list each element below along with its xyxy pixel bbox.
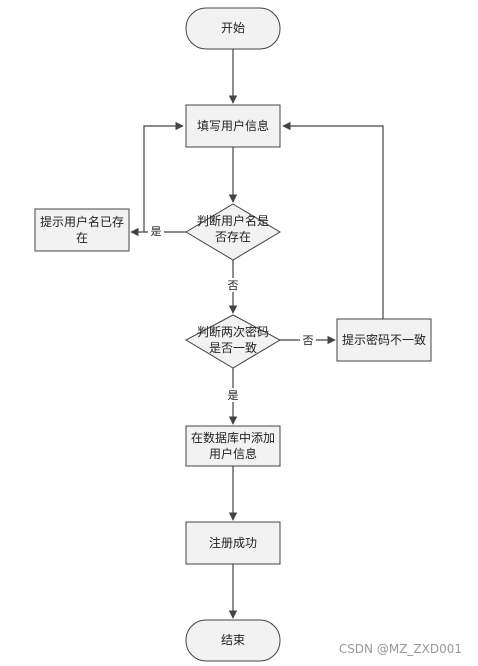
label-bg-no-pwd: [300, 333, 316, 347]
watermark: CSDN @MZ_ZXD001: [339, 642, 462, 656]
check-password-decision: [184, 314, 282, 369]
add-db-label-line2: 用户信息: [209, 446, 257, 461]
check-password-label-line2: 是否一致: [209, 341, 257, 355]
label-bg-no-name: [225, 278, 241, 292]
label-bg-yes-pwd: [225, 388, 241, 402]
check-username-decision: [185, 203, 281, 261]
edge-label-yes-pwd: 是: [228, 389, 239, 402]
password-mismatch-label: 提示密码不一致: [342, 332, 426, 347]
end-terminator: [185, 619, 281, 662]
edge-pwd-mismatch-back: [282, 121, 384, 319]
end-label: 结束: [221, 633, 245, 647]
check-username-label-line1: 判断用户名是: [197, 213, 269, 228]
register-success-box: [185, 521, 281, 565]
check-username-label-line2: 否存在: [215, 230, 251, 244]
add-db-label-line1: 在数据库中添加: [191, 430, 275, 445]
name-exists-box: [34, 208, 130, 252]
start-label: 开始: [221, 21, 245, 35]
name-exists-label-line2: 在: [76, 231, 88, 245]
check-password-label-line1: 判断两次密码: [197, 324, 269, 339]
register-success-label: 注册成功: [209, 535, 257, 550]
edge-label-yes-name: 是: [151, 225, 162, 238]
password-mismatch-box: [336, 318, 432, 362]
edge-label-no-pwd: 否: [303, 334, 314, 347]
fill-info-label: 填写用户信息: [197, 118, 269, 133]
edge-label-no-name: 否: [228, 279, 239, 292]
add-db-box: [185, 425, 281, 467]
edge-name-exists-back: [143, 121, 184, 232]
name-exists-label-line1: 提示用户名已存: [40, 214, 124, 229]
label-bg-yes-name: [148, 224, 164, 238]
start-terminator: [185, 7, 281, 50]
fill-info-box: [185, 104, 281, 148]
